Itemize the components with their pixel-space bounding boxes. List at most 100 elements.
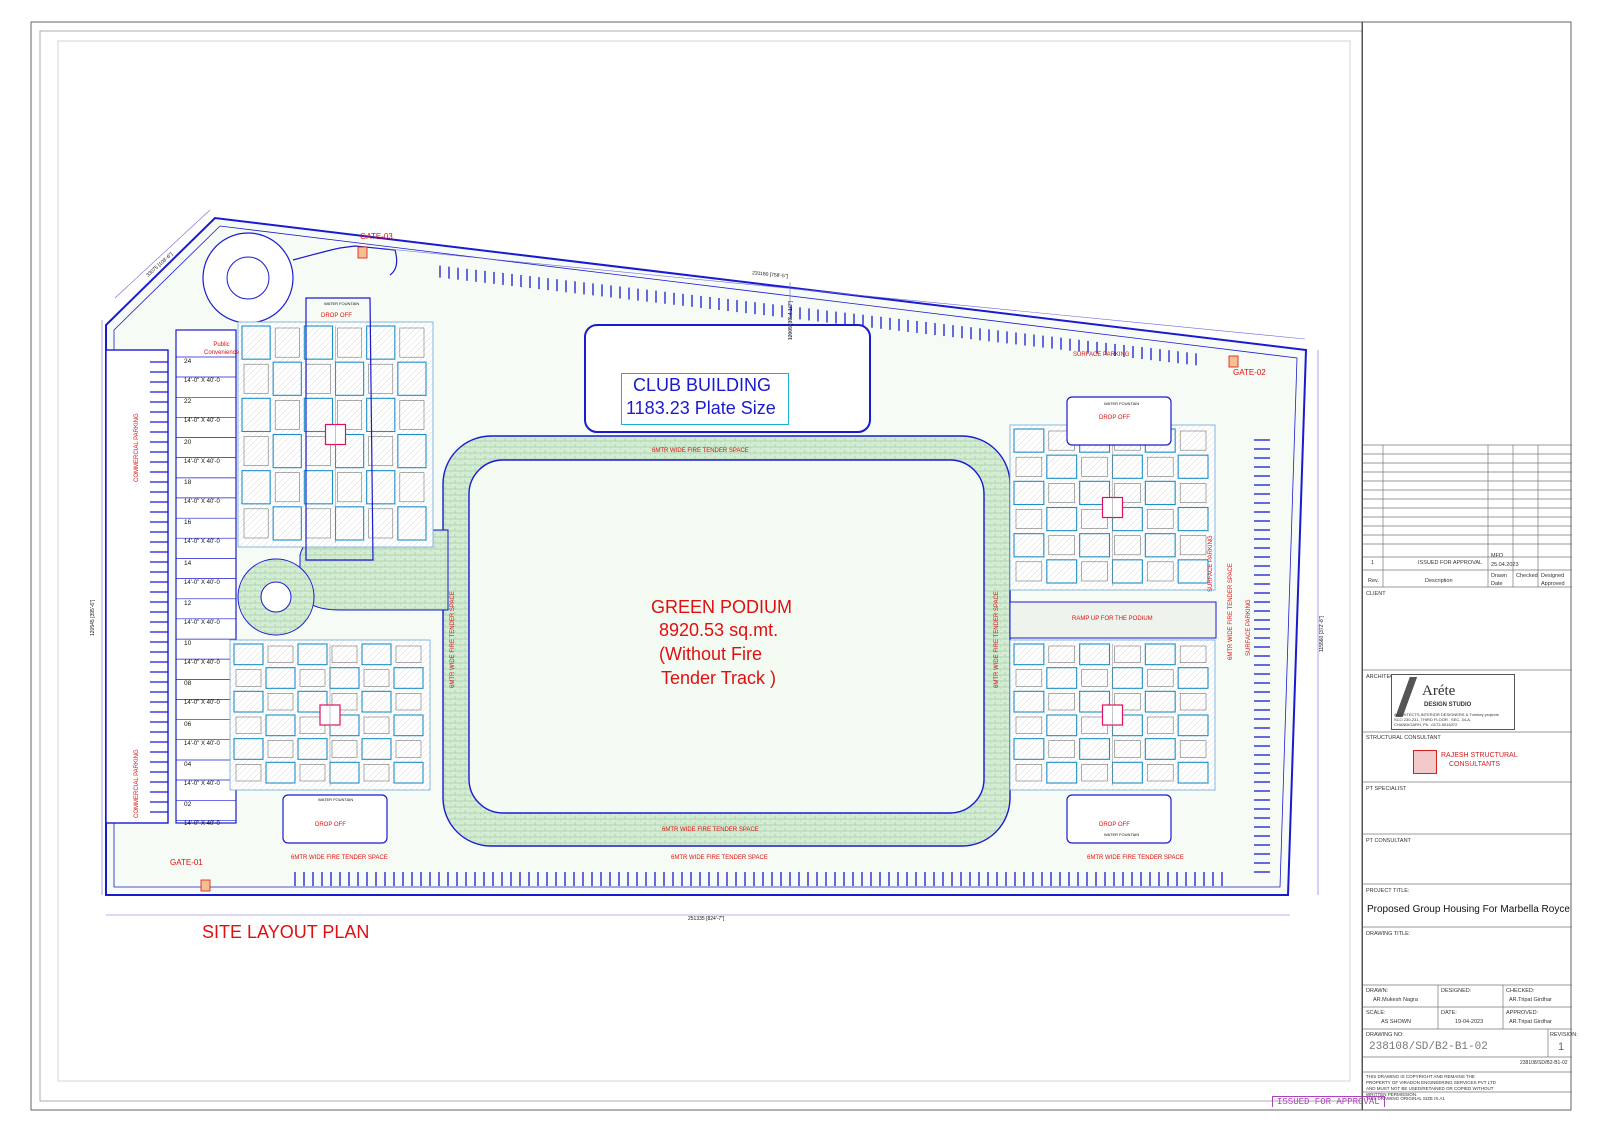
shop-size: 14'-0" X 40'-0 — [184, 700, 220, 707]
dim-right: 115560 [372'-8"] — [1319, 616, 1325, 652]
arete-mark-icon — [1395, 677, 1417, 717]
shop-size: 14'-0" X 40'-0 — [184, 821, 220, 828]
gates — [200, 246, 1239, 892]
drop-off-3: DROP OFF — [315, 822, 346, 828]
drawing-number-small: 238108/SD/B2-B1-02 — [1520, 1060, 1568, 1066]
fire-tender-left-vertical: 6MTR WIDE FIRE TENDER SPACE — [450, 591, 456, 688]
shop-number: 18 — [184, 478, 192, 486]
drop-off-2: DROP OFF — [1099, 415, 1130, 421]
rev-row-date: 25.04.2023 — [1491, 562, 1519, 568]
issued-stamp: ISSUED FOR APPROVAL — [1272, 1096, 1385, 1107]
rev-header-approved: Approved — [1541, 581, 1565, 587]
rev-header-designed: Designed — [1541, 573, 1565, 579]
dim-mid-vertical: 12005 [39'-4 1/2"] — [788, 300, 794, 340]
gate-01-label: GATE-01 — [170, 858, 203, 867]
date-label: DATE: — [1441, 1010, 1457, 1016]
rev-row-number: 1 — [1371, 560, 1375, 566]
dim-bottom: 251335 [824'-7"] — [688, 916, 725, 922]
fire-tender-bottom-left: 6MTR WIDE FIRE TENDER SPACE — [291, 855, 388, 861]
approved-label: APPROVED: — [1506, 1010, 1539, 1016]
title-block: 1 ISSUED FOR APPROVAL MFD 25.04.2023 Rev… — [1362, 22, 1578, 1110]
club-building-name: CLUB BUILDING — [633, 375, 772, 395]
shop-number: 06 — [184, 720, 192, 728]
rev-row-by: MFD — [1491, 553, 1503, 559]
drawing-title: SITE LAYOUT PLAN — [202, 922, 370, 942]
club-plate-size: 1183.23 Plate Size — [626, 398, 776, 418]
fire-tender-right-vertical: 6MTR WIDE FIRE TENDER SPACE — [994, 591, 1000, 688]
roundabout-top — [202, 232, 294, 324]
architect-studio: DESIGN STUDIO — [1424, 702, 1472, 708]
rev-header-date: Date — [1491, 581, 1503, 587]
dim-left: 120545 [395'-6"] — [90, 599, 96, 636]
public-convenience: Public Convenience — [204, 342, 240, 356]
structural-logo-icon — [1413, 750, 1437, 774]
shop-size: 14'-0" X 40'-0 — [184, 660, 220, 667]
podium-note-2: Tender Track ) — [661, 668, 777, 688]
top-parking-stalls — [439, 265, 1197, 366]
structural-name-2: CONSULTANTS — [1449, 761, 1501, 768]
architect-logo: Aréte DESIGN STUDIO ARCHITECTS,INTERIOR … — [1391, 674, 1515, 730]
club-building — [584, 324, 871, 433]
dimension-lines — [101, 209, 1319, 916]
fire-tender-podium-bottom: 6MTR WIDE FIRE TENDER SPACE — [662, 827, 759, 833]
club-building-label-box — [621, 373, 789, 425]
scale-label: SCALE: — [1366, 1010, 1386, 1016]
shop-number: 04 — [184, 761, 192, 768]
checked-value: AR.Tripat Girdhar — [1509, 997, 1552, 1003]
drawing-title-label: DRAWING TITLE: — [1366, 931, 1411, 937]
checked-label: CHECKED: — [1506, 988, 1535, 994]
tower-b — [1009, 424, 1216, 591]
bottom-parking-stalls — [294, 872, 1223, 886]
water-fountain-3: WATER FOUNTAIN — [318, 797, 354, 802]
pt-consultant-label: PT CONSULTANT — [1366, 838, 1411, 844]
shop-size: 14'-0" X 40'-0 — [184, 579, 220, 586]
gate-02-label: GATE-02 — [1233, 368, 1266, 377]
shop-size: 14'-0" X 40'-0 — [184, 498, 220, 505]
rev-header-drawn: Drawn — [1491, 573, 1507, 579]
fire-tender-far-right-vertical: 6MTR WIDE FIRE TENDER SPACE — [1228, 563, 1234, 660]
water-fountain-1: WATER FOUNTAIN — [324, 301, 360, 306]
surface-parking-top: SURFACE PARKING — [1073, 352, 1130, 358]
shop-size: 14'-0" X 40'-0 — [184, 418, 220, 425]
surface-parking-right-2: SURFACE PARKING — [1246, 599, 1252, 656]
gate-03-label: GATE-03 — [360, 232, 393, 241]
tower-a — [237, 321, 434, 548]
architect-city: CHANDIGARH, Ph. -0172-5016372 — [1394, 722, 1458, 727]
commercial-parking-top: COMMERCIAL PARKING — [134, 413, 140, 482]
commercial-parking — [105, 329, 237, 824]
designed-label: DESIGNED: — [1441, 988, 1472, 994]
project-title-label: PROJECT TITLE: — [1366, 888, 1410, 894]
drawing-number: 238108/SD/B2-B1-02 — [1369, 1041, 1488, 1053]
architect-name: Aréte — [1422, 683, 1456, 699]
shop-number: 16 — [184, 519, 192, 527]
ramp-label: RAMP UP FOR THE PODIUM — [1072, 616, 1153, 622]
fire-tender-bottom-right: 6MTR WIDE FIRE TENDER SPACE — [1087, 855, 1184, 861]
drop-off-1: DROP OFF — [321, 313, 352, 319]
water-fountain-4: WATER FOUNTAIN — [1104, 832, 1140, 837]
tower-d — [1009, 639, 1216, 791]
client-label: CLIENT — [1366, 591, 1386, 597]
shop-number: 14 — [184, 559, 192, 567]
rev-header-checked: Checked — [1516, 573, 1538, 579]
approved-value: AR.Tripat Girdhar — [1509, 1019, 1552, 1025]
architect-tagline: ARCHITECTS,INTERIOR DESIGNERS & Turnkey … — [1394, 712, 1499, 717]
shop-number: 08 — [184, 680, 192, 688]
podium-title: GREEN PODIUM — [651, 597, 793, 617]
podium-ramp — [1009, 601, 1217, 639]
drawn-label: DRAWN: — [1366, 988, 1389, 994]
copyright-note: THIS DRAWING IS COPYRIGHT AND REMAINS TH… — [1366, 1074, 1496, 1097]
shop-number: 02 — [184, 801, 192, 809]
fire-tender-bottom-mid: 6MTR WIDE FIRE TENDER SPACE — [671, 855, 768, 861]
green-podium — [442, 435, 1011, 847]
water-fountain-2: WATER FOUNTAIN — [1104, 401, 1140, 406]
rev-header-rev: Rev. — [1368, 578, 1379, 584]
date-value: 19-04-2023 — [1455, 1019, 1484, 1025]
tower-c — [229, 639, 431, 791]
drop-offs — [282, 297, 1172, 844]
shop-size: 14'-0" X 40'-0 — [184, 378, 220, 384]
commercial-parking-bottom: COMMERCIAL PARKING — [134, 749, 140, 818]
drawing-no-label: DRAWING NO: — [1366, 1032, 1404, 1038]
shop-size: 14'-0" X 40'-0 — [184, 539, 220, 546]
revision-value: 1 — [1558, 1041, 1565, 1053]
